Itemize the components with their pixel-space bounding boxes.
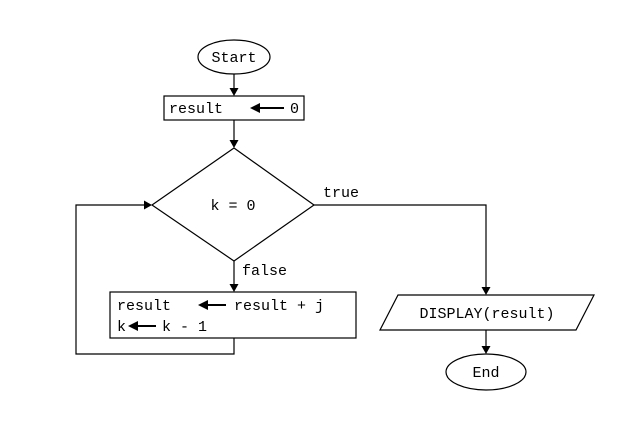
left-arrow-icon	[128, 321, 156, 331]
false-branch-label: false	[242, 263, 287, 280]
display-output-node: DISPLAY(result)	[379, 294, 595, 331]
loop-body-box: result result + j k k - 1	[109, 291, 357, 339]
body-line1-variable: result	[117, 298, 171, 315]
arrowhead-display	[481, 287, 491, 295]
end-label: End	[472, 365, 499, 382]
decision-node: k = 0	[150, 147, 316, 262]
display-label: DISPLAY(result)	[419, 306, 554, 323]
arrowhead-body	[229, 284, 239, 292]
connector-loop-back	[75, 204, 235, 355]
left-arrow-icon	[198, 300, 226, 310]
arrowhead-loop-back	[144, 200, 152, 210]
left-arrow-icon	[250, 103, 284, 113]
body-line1-expression: result + j	[234, 298, 324, 315]
init-variable: result	[169, 101, 223, 118]
init-process-box: result 0	[163, 95, 305, 121]
start-label: Start	[211, 50, 256, 67]
start-node: Start	[197, 39, 271, 75]
init-value: 0	[290, 101, 299, 118]
arrowhead-end	[481, 346, 491, 354]
arrowhead-decision	[229, 140, 239, 148]
body-line2-variable: k	[117, 319, 126, 336]
body-line2-expression: k - 1	[162, 319, 207, 336]
arrowhead-init	[229, 88, 239, 96]
decision-condition: k = 0	[210, 198, 255, 215]
true-branch-label: true	[323, 185, 359, 202]
end-node: End	[445, 353, 527, 391]
connector-true-branch	[314, 204, 487, 287]
